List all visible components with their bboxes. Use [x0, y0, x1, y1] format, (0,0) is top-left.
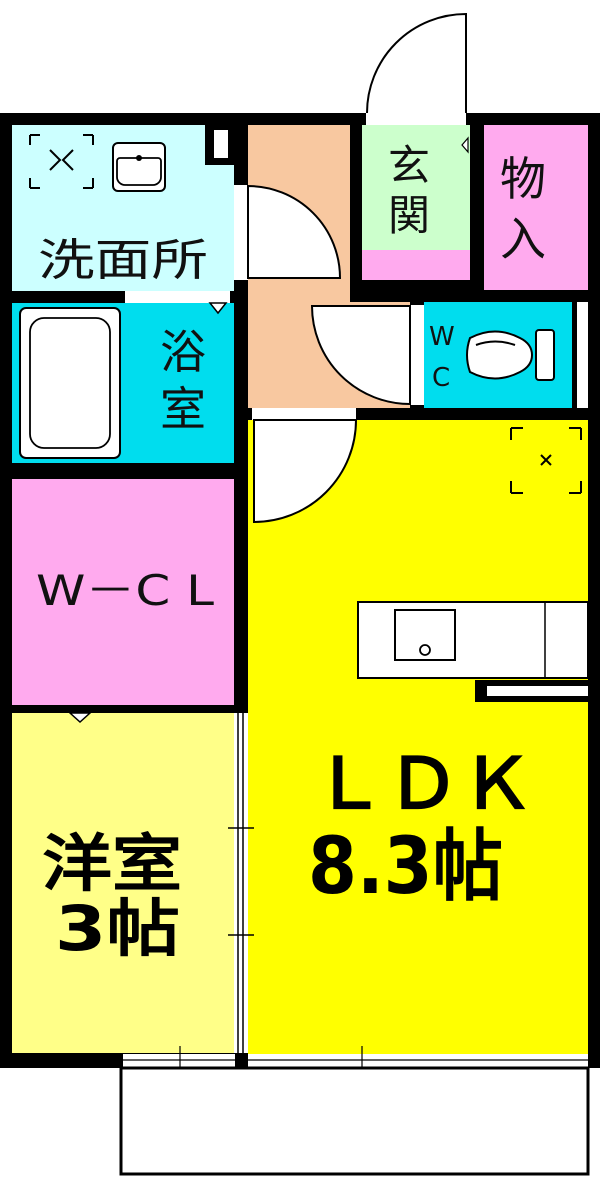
room-wcl[interactable] [12, 479, 234, 705]
toilet-icon [466, 329, 555, 381]
genkan-step [362, 250, 470, 280]
room-label-senmenjo: 洗面所 [38, 235, 208, 286]
ventilation-fan-icon [510, 427, 582, 494]
wc-side-panel [577, 302, 588, 408]
room-label-genkan-1: 玄 [388, 141, 430, 190]
wc-door-gap [410, 305, 424, 405]
bath-door-marker [208, 302, 228, 315]
room-label-yoshitsu-2: 3帖 [55, 892, 180, 965]
window-yoshitsu [123, 1054, 235, 1068]
wall-notch-inner [214, 130, 228, 158]
genkan-marker [461, 136, 469, 154]
room-monoire[interactable] [484, 125, 588, 290]
senmenjo-door-gap [234, 185, 248, 280]
room-label-wcl: W－C L [36, 566, 215, 615]
room-label-genkan-2: 関 [388, 191, 430, 240]
wcl-door-marker [68, 712, 92, 724]
room-label-monoire-2: 入 [500, 212, 546, 266]
window-ldk [248, 1054, 588, 1068]
kitchen-counter [357, 601, 589, 702]
senmenjo-door-swing [247, 184, 342, 279]
room-label-wc-2: C [432, 363, 450, 393]
room-yoshitsu[interactable] [12, 713, 234, 1053]
room-label-wc-1: W [429, 322, 455, 352]
entrance-door-arc [366, 12, 467, 114]
room-label-monoire-1: 物 [500, 152, 546, 206]
room-label-ldk-1: ＬＤＫ [312, 743, 534, 825]
hall-column [350, 125, 362, 295]
sliding-partition [234, 713, 248, 1053]
ldk-door-gap [252, 408, 356, 420]
room-label-yoshitsu-1: 洋室 [42, 827, 182, 900]
balcony [119, 1066, 590, 1176]
room-label-ldk-2: 8.3帖 [308, 822, 503, 912]
washbasin-icon [112, 142, 166, 192]
room-label-yokushitsu-1: 浴 [160, 325, 206, 379]
wc-door-swing [310, 305, 411, 406]
sink-icon [394, 609, 456, 661]
ldk-door-swing [253, 419, 358, 524]
bath-door-gap [125, 291, 230, 303]
washing-machine-space [29, 134, 94, 189]
entrance-opening [366, 113, 466, 125]
room-ldk[interactable] [248, 420, 588, 1054]
bathtub-icon [19, 307, 121, 459]
room-label-yokushitsu-2: 室 [160, 382, 206, 436]
